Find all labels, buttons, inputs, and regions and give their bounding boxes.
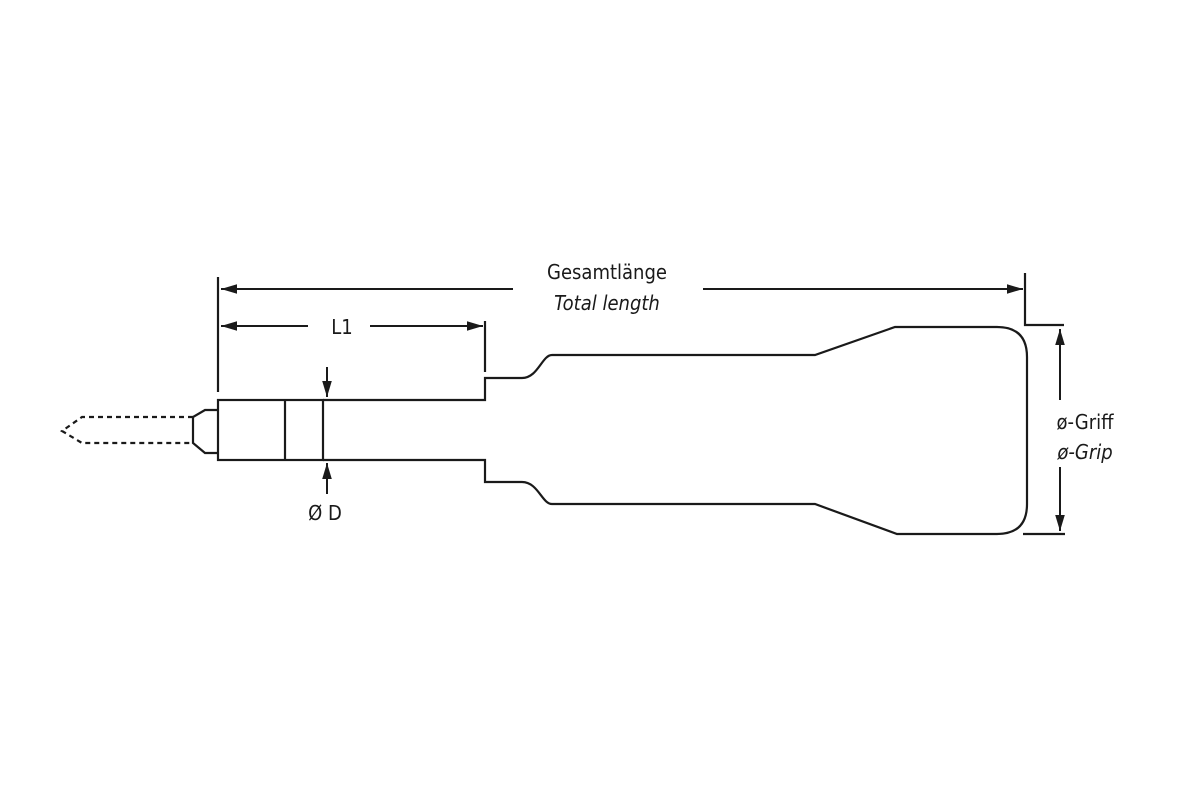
grip-diameter-label-de: ø-Griff: [1056, 410, 1114, 434]
blade-collar: [216, 398, 325, 462]
total-length-label-de: Gesamtlänge: [547, 260, 667, 284]
bit-outline-dashed: [59, 415, 193, 445]
grip-diameter-label-en: ø-Grip: [1057, 440, 1113, 464]
total-length-label-en: Total length: [554, 291, 660, 315]
extension-line-right: [1023, 273, 1064, 327]
bit-holder: [191, 408, 218, 455]
handle-outline: [323, 325, 1029, 536]
l1-label: L1: [331, 315, 353, 339]
diameter-d-label: Ø D: [308, 501, 342, 525]
